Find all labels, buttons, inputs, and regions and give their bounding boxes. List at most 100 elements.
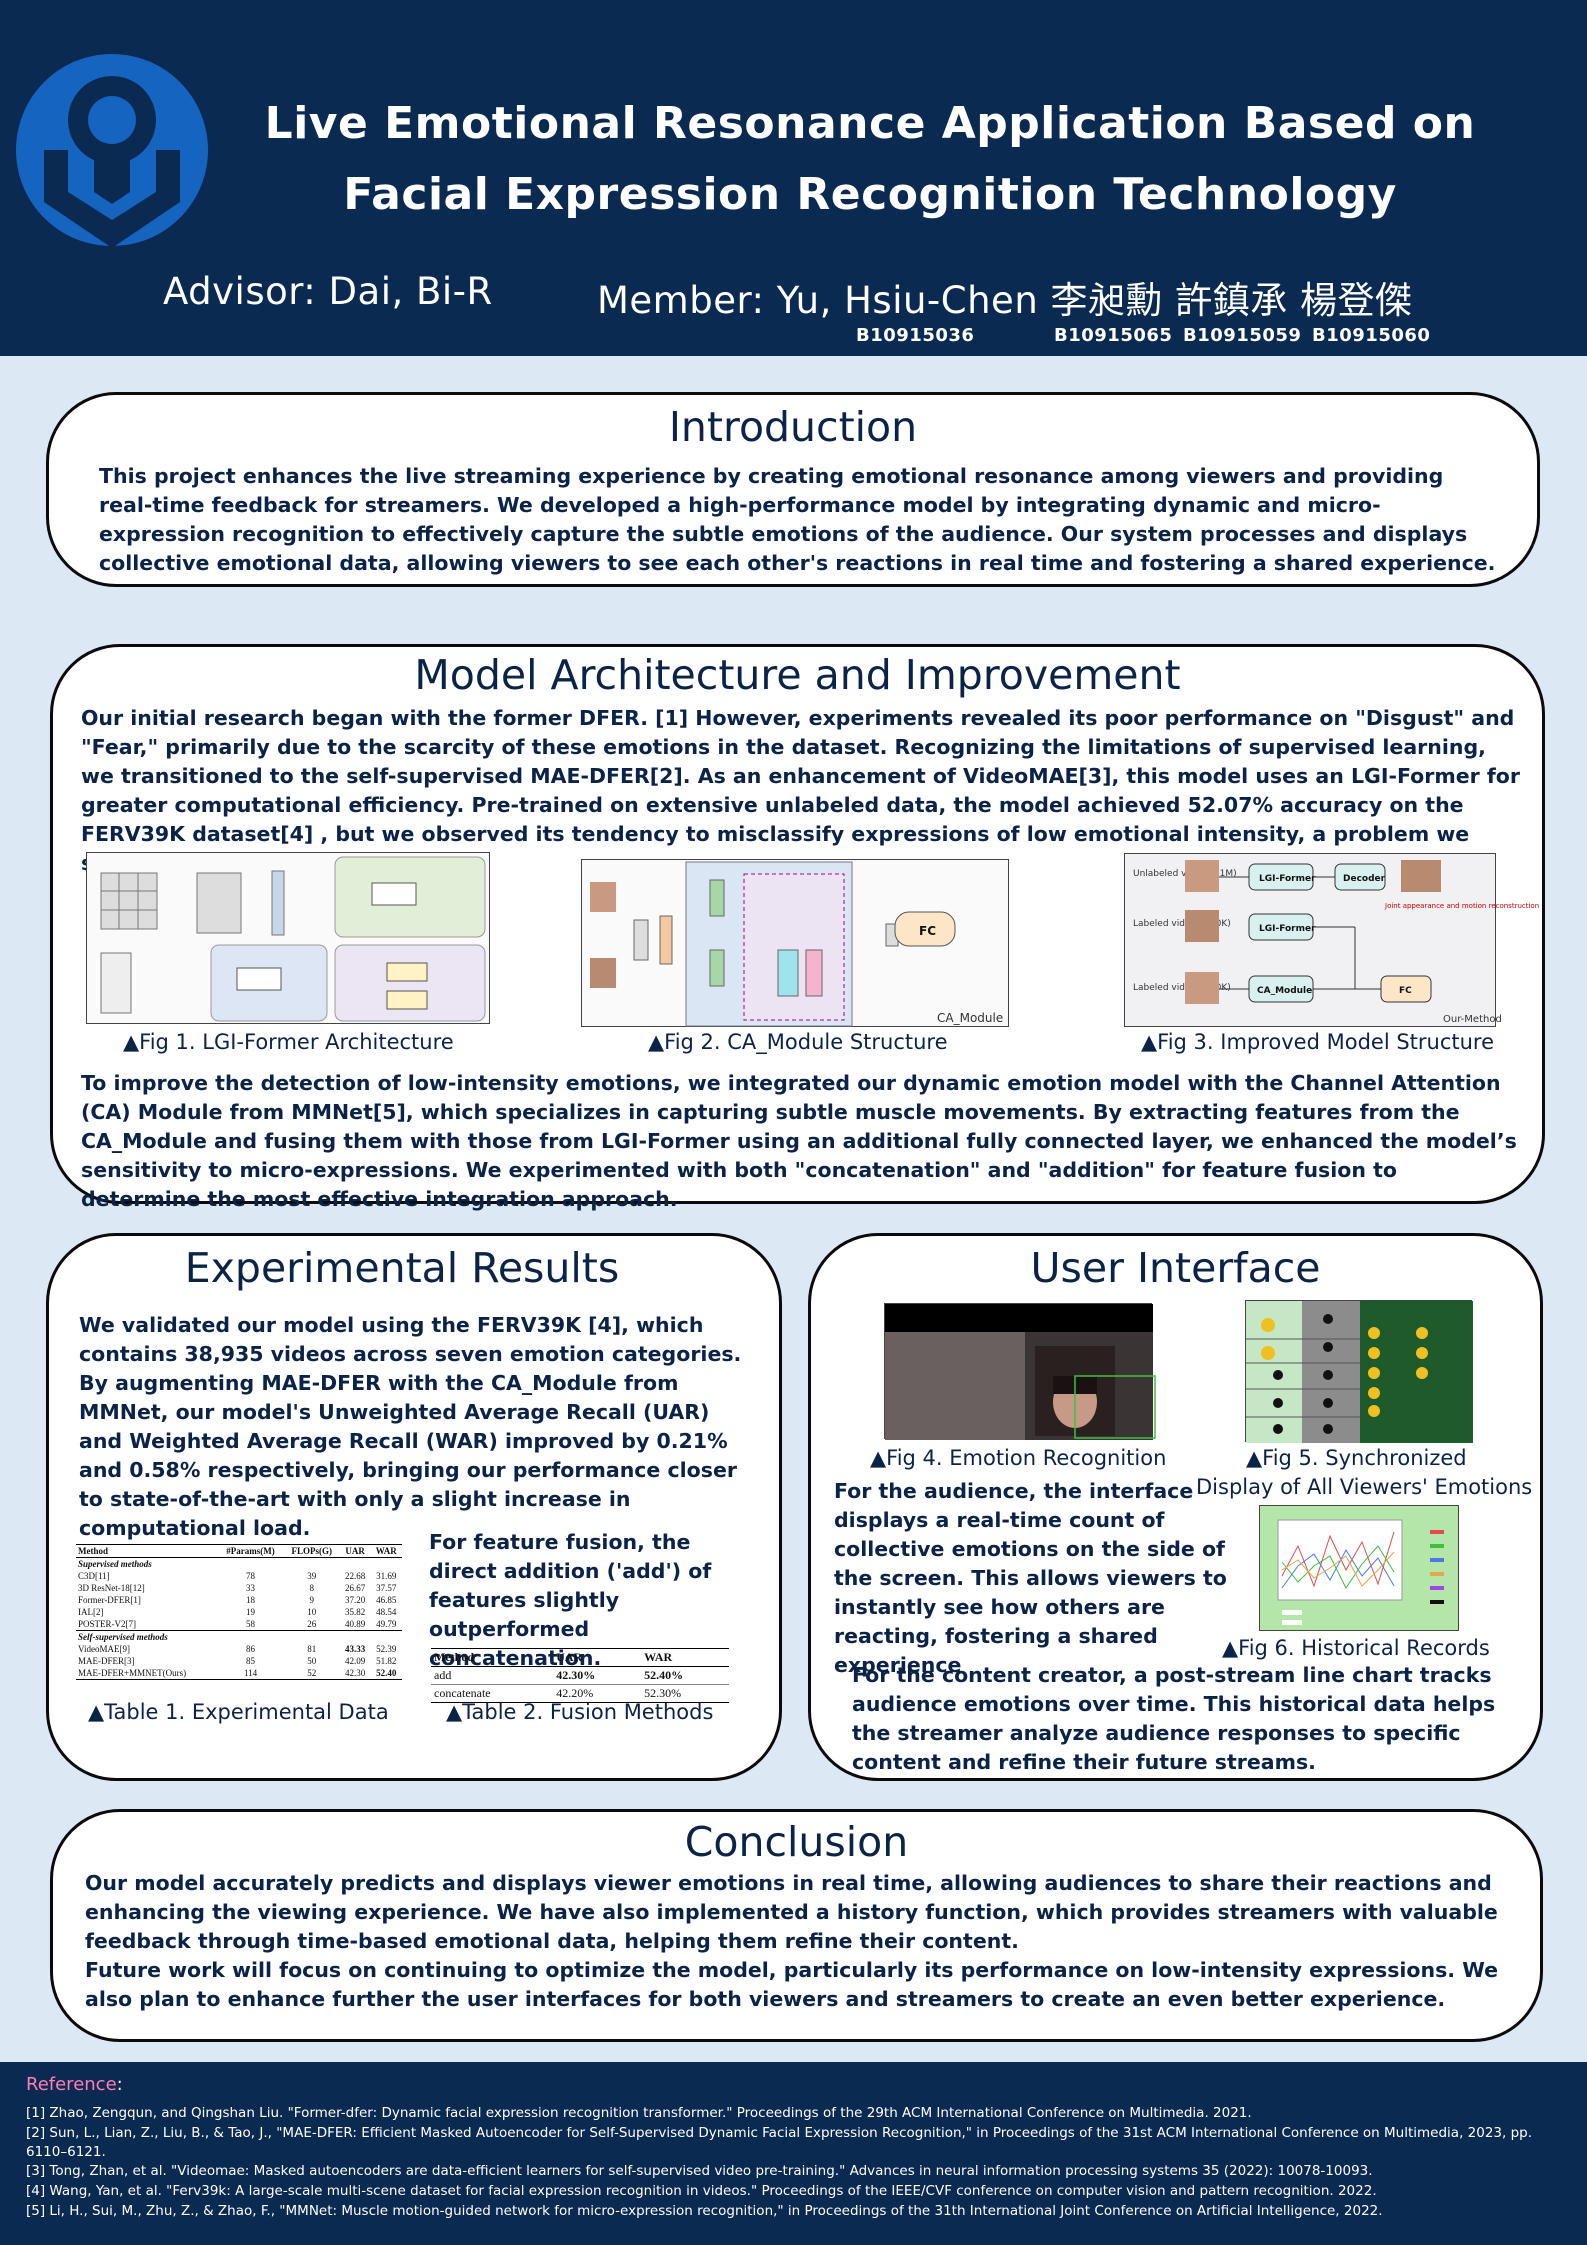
table-section-label: Supervised methods: [78, 1559, 152, 1569]
results-title: Experimental Results: [184, 1244, 620, 1292]
fig2-caption: ▲Fig 2. CA_Module Structure: [648, 1030, 948, 1054]
fig3-our-method-label: Our-Method: [1443, 1014, 1502, 1025]
fig5-caption-continued: Display of All Viewers' Emotions: [1196, 1475, 1533, 1499]
fig6-historical-records-screenshot: [1259, 1505, 1459, 1631]
table-cell: 10: [307, 1607, 317, 1617]
table1-experimental-data: Method #Params(M) FLOPs(G) UAR WAR Super…: [76, 1544, 402, 1680]
fig3-ca-module-label: CA_Module: [1257, 986, 1312, 996]
fig3-labeled-label: Labeled video (~10K): [1133, 983, 1231, 993]
model-section: Model Architecture and Improvement Our i…: [50, 644, 1545, 1211]
results-text-dataset: We validated our model using the FERV39K…: [79, 1313, 742, 1366]
reference-item: [3] Tong, Zhan, et al. "Videomae: Masked…: [26, 2163, 1373, 2179]
student-id: B10915060: [1312, 325, 1431, 346]
table-cell: 8: [309, 1583, 314, 1593]
ui-text-creator: For the content creator, a post-stream l…: [852, 1663, 1496, 1774]
results-text-improvement: By augmenting MAE-DFER with the CA_Modul…: [79, 1371, 737, 1540]
table-cell: 31.69: [376, 1571, 397, 1581]
table-row: Former-DFER[1] 18 9 37.20 46.85: [76, 1594, 402, 1606]
table-cell: 78: [246, 1571, 256, 1581]
fig1-lgi-former-diagram: [86, 852, 490, 1024]
references-title: Reference:: [26, 2074, 123, 2095]
fig3-lgi-former-label: LGI-Former: [1259, 924, 1316, 934]
fig2-ca-module-label: CA_Module: [937, 1011, 1003, 1025]
table-cell: 48.54: [376, 1607, 397, 1617]
introduction-section: Introduction This project enhances the l…: [46, 392, 1540, 587]
references-footer: Reference: [1] Zhao, Zengqun, and Qingsh…: [0, 2062, 1587, 2245]
table-cell: 52.40%: [644, 1668, 684, 1682]
table-header: WAR: [375, 1546, 397, 1556]
table-cell: 18: [246, 1595, 256, 1605]
ui-title: User Interface: [1030, 1244, 1321, 1292]
table-cell: 9: [309, 1595, 314, 1605]
fig6-caption: ▲Fig 6. Historical Records: [1222, 1636, 1490, 1660]
model-text-improvement: To improve the detection of low-intensit…: [81, 1071, 1517, 1211]
table-cell: 42.20%: [556, 1686, 594, 1700]
table-cell: concatenate: [434, 1686, 491, 1700]
introduction-text: This project enhances the live streaming…: [99, 464, 1496, 575]
table-section-row: Supervised methods: [76, 1558, 402, 1571]
table-cell: 19: [246, 1607, 256, 1617]
table-header: Method: [434, 1650, 474, 1664]
fig2-ca-module-diagram: FC CA_Module: [581, 859, 1009, 1027]
student-id: B10915036: [856, 325, 975, 346]
fig3-fc-label: FC: [1399, 986, 1412, 996]
table-cell: MAE-DFER+MMNET(Ours): [78, 1668, 187, 1678]
table-cell: C3D[11]: [78, 1571, 110, 1581]
fig3-lgi-former-label: LGI-Former: [1259, 874, 1316, 884]
table-cell: 51.82: [376, 1656, 397, 1666]
poster-title: Live Emotional Resonance Application Bas…: [264, 98, 1476, 220]
member-names: Member: Yu, Hsiu-Chen 李昶勳 許鎮承 楊登傑: [597, 279, 1413, 322]
table-cell: 35.82: [344, 1607, 366, 1617]
fig1-caption: ▲Fig 1. LGI-Former Architecture: [123, 1030, 454, 1054]
table1-caption: ▲Table 1. Experimental Data: [88, 1700, 389, 1724]
table-cell: 39: [307, 1571, 317, 1581]
university-logo-icon: [16, 54, 208, 248]
table-row: IAL[2] 19 10 35.82 48.54: [76, 1606, 402, 1618]
table-header: FLOPs(G): [291, 1546, 332, 1556]
table2-fusion-methods: Method UAR WAR add 42.30% 52.40% concate…: [431, 1648, 729, 1703]
table-cell: 85: [246, 1656, 256, 1666]
poster-header: Live Emotional Resonance Application Bas…: [0, 0, 1587, 356]
fig3-unlabeled-label: Unlabeled video (>1M): [1133, 869, 1237, 879]
table-cell: 33: [246, 1583, 256, 1593]
fig2-fc-label: FC: [919, 924, 936, 938]
table-header: WAR: [644, 1650, 673, 1664]
reference-item: [4] Wang, Yan, et al. "Ferv39k: A large-…: [26, 2183, 1377, 2199]
table-header: UAR: [345, 1546, 365, 1556]
results-section: Experimental Results We validated our mo…: [46, 1233, 782, 1781]
table-cell: 49.79: [376, 1619, 397, 1629]
table-row: concatenate 42.20% 52.30%: [431, 1685, 729, 1703]
table-cell: 26: [307, 1619, 317, 1629]
table-cell: 26.67: [344, 1583, 366, 1593]
table-cell: 50: [307, 1656, 317, 1666]
fig3-decoder-label: Decoder: [1343, 874, 1386, 884]
conclusion-title: Conclusion: [684, 1818, 909, 1866]
results-text-fusion: For feature fusion, the direct addition …: [429, 1530, 712, 1670]
table-cell: 52: [307, 1668, 317, 1678]
model-title: Model Architecture and Improvement: [414, 651, 1181, 699]
table-cell: 42.30%: [556, 1668, 596, 1682]
fig3-caption: ▲Fig 3. Improved Model Structure: [1141, 1030, 1495, 1054]
table-cell: IAL[2]: [78, 1607, 104, 1617]
fig4-caption: ▲Fig 4. Emotion Recognition: [870, 1446, 1167, 1470]
table-header: #Params(M): [226, 1546, 275, 1556]
table-cell: 37.20: [344, 1595, 366, 1605]
table-cell: 46.85: [376, 1595, 397, 1605]
fig3-improved-model-diagram: Unlabeled video (>1M) Labeled video (~10…: [1124, 853, 1539, 1027]
student-id: B10915065: [1054, 325, 1173, 346]
table-cell: MAE-DFER[3]: [78, 1656, 135, 1666]
table-cell: 114: [243, 1668, 258, 1678]
table-cell: 58: [246, 1619, 256, 1629]
conclusion-text-future: Future work will focus on continuing to …: [85, 1958, 1499, 2011]
table-cell: 52.40: [376, 1668, 397, 1678]
table-cell: 3D ResNet-18[12]: [78, 1583, 145, 1593]
reference-item: [2] Sun, L., Lian, Z., Liu, B., & Tao, J…: [26, 2125, 1533, 2160]
table-cell: 86: [246, 1644, 256, 1654]
table-row: add 42.30% 52.40%: [431, 1667, 729, 1685]
fig3-labeled-label: Labeled video (~10K): [1133, 919, 1231, 929]
table-cell: Former-DFER[1]: [78, 1595, 141, 1605]
